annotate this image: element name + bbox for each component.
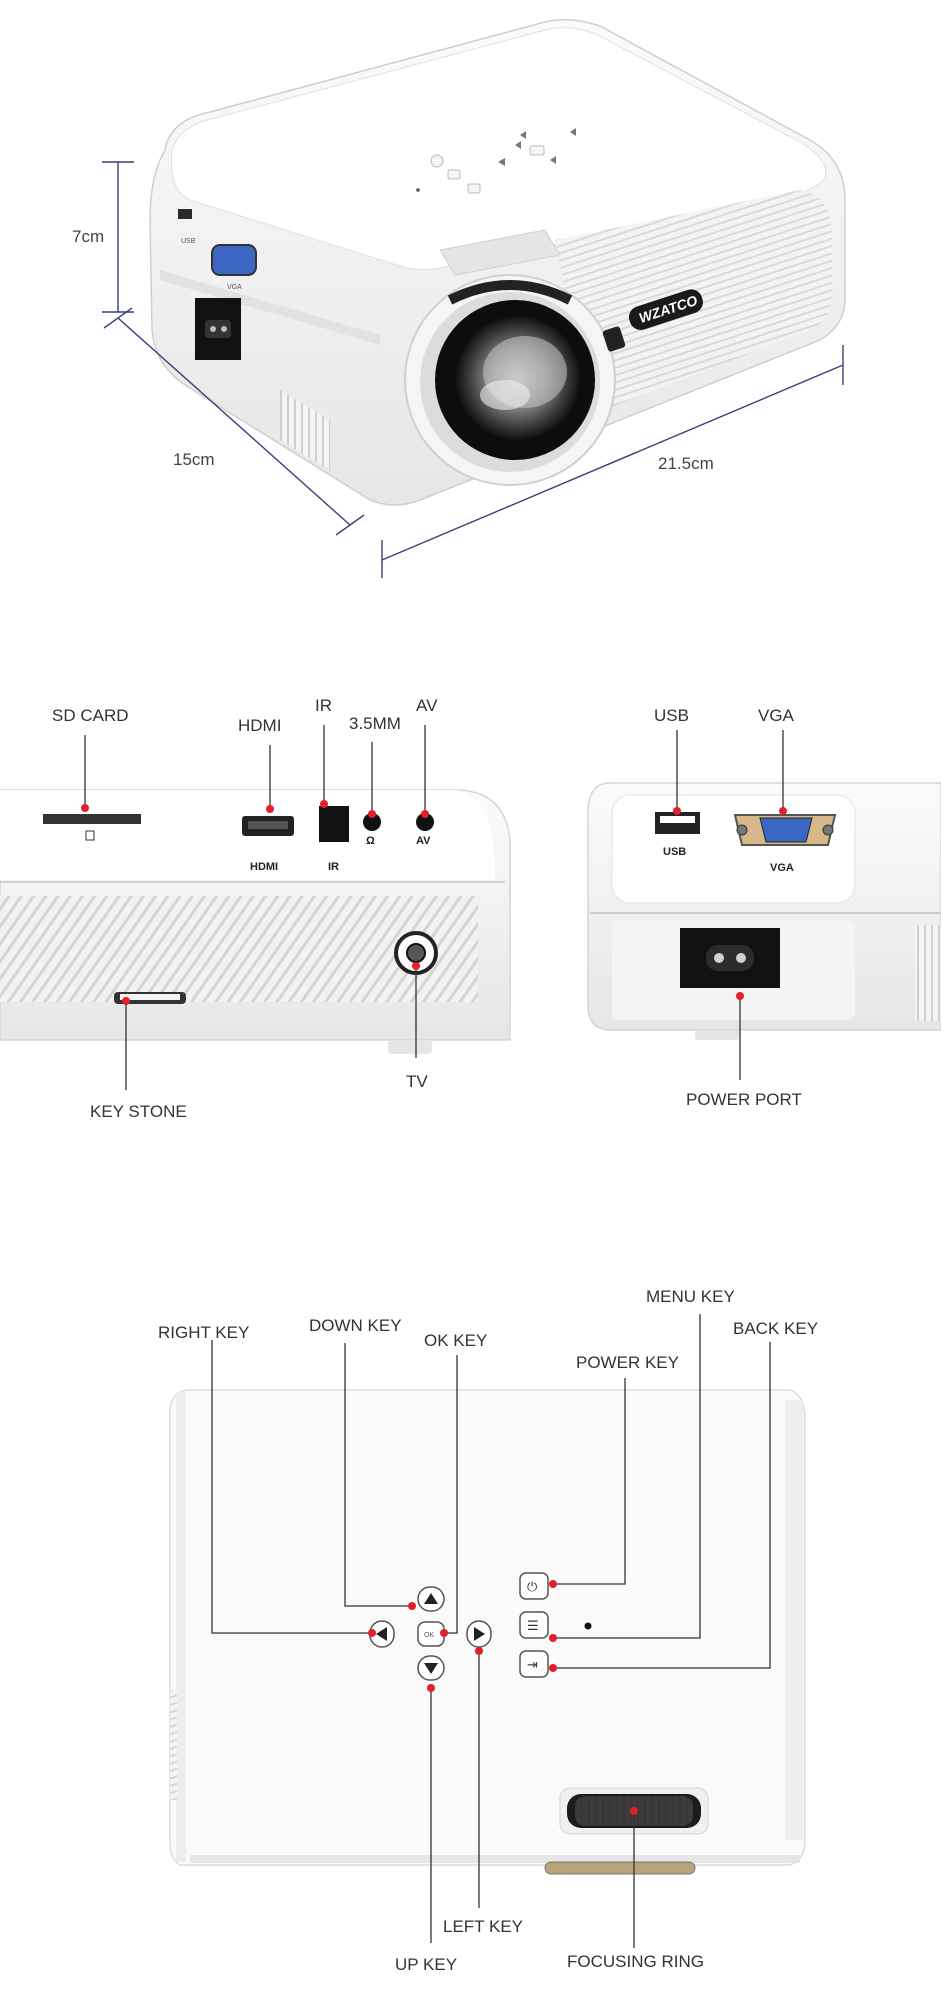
ir-mark: IR bbox=[328, 861, 339, 873]
keystone-label: KEY STONE bbox=[90, 1102, 187, 1121]
power-port-label: POWER PORT bbox=[686, 1090, 802, 1109]
status-led bbox=[584, 1622, 592, 1630]
audio-label: 3.5MM bbox=[349, 714, 401, 733]
back-icon: ⇥ bbox=[527, 1658, 538, 1673]
headphone-icon: Ω bbox=[366, 835, 375, 847]
back-key[interactable] bbox=[519, 1650, 549, 1678]
usb-mark-perspective: USB bbox=[181, 238, 196, 245]
tv-label: TV bbox=[406, 1072, 428, 1091]
hdmi-label: HDMI bbox=[238, 716, 281, 735]
usb-port-perspective bbox=[178, 209, 192, 219]
dimension-lines bbox=[102, 161, 844, 578]
arrow-left-icon bbox=[376, 1627, 387, 1641]
av-label: AV bbox=[416, 696, 438, 715]
usb-mark: USB bbox=[663, 846, 686, 858]
av-jack bbox=[416, 813, 434, 831]
depth-dimension: 15cm bbox=[173, 450, 215, 469]
lens bbox=[404, 274, 616, 486]
ok-mark: OK bbox=[424, 1632, 434, 1639]
power-icon: ⏻ bbox=[527, 1580, 537, 1595]
vga-label: VGA bbox=[758, 706, 795, 725]
focusing-ring-label: FOCUSING RING bbox=[567, 1952, 704, 1971]
ir-label: IR bbox=[315, 696, 332, 715]
ok-key-label: OK KEY bbox=[424, 1331, 487, 1350]
left-key-label: LEFT KEY bbox=[443, 1917, 523, 1936]
foot bbox=[388, 1040, 432, 1054]
power-key[interactable] bbox=[519, 1572, 549, 1600]
arrow-right-icon bbox=[474, 1627, 485, 1641]
menu-icon: ☰ bbox=[527, 1619, 539, 1634]
height-dimension: 7cm bbox=[72, 227, 104, 246]
hdmi-mark: HDMI bbox=[250, 861, 278, 873]
sd-card-label: SD CARD bbox=[52, 706, 129, 725]
vga-mark-perspective: VGA bbox=[227, 284, 242, 291]
vga-port-perspective bbox=[211, 244, 257, 276]
menu-key[interactable] bbox=[519, 1611, 549, 1639]
ir-window bbox=[602, 326, 626, 352]
audio-jack bbox=[363, 813, 381, 831]
side-ports-view: USB VGA USB VGA POWER PORT bbox=[587, 706, 941, 1109]
menu-key-label: MENU KEY bbox=[646, 1287, 735, 1306]
sd-card-slot bbox=[43, 814, 141, 824]
side-slats bbox=[915, 925, 941, 1021]
front-ports-view: HDMI IR Ω AV SD CARD HDMI IR 3.5MM AV KE… bbox=[0, 696, 511, 1121]
top-panel-view: OK ⏻ ☰ ⇥ bbox=[158, 1287, 818, 1974]
usb-label: USB bbox=[654, 706, 689, 725]
power-key-label: POWER KEY bbox=[576, 1353, 679, 1372]
front-vent bbox=[280, 390, 330, 470]
projector-top bbox=[170, 27, 827, 271]
back-key-label: BACK KEY bbox=[733, 1319, 818, 1338]
lens-bottom bbox=[544, 1861, 696, 1875]
width-dimension: 21.5cm bbox=[658, 454, 714, 473]
down-key-label: DOWN KEY bbox=[309, 1316, 402, 1335]
arrow-down-icon bbox=[424, 1663, 438, 1674]
av-mark: AV bbox=[416, 835, 431, 847]
keypad: OK ⏻ ☰ ⇥ bbox=[369, 1572, 592, 1681]
perspective-view: USB VGA WZATCO bbox=[72, 19, 846, 578]
vga-mark: VGA bbox=[770, 862, 794, 874]
top-keys bbox=[416, 128, 576, 194]
arrow-up-icon bbox=[424, 1593, 438, 1604]
side-foot bbox=[695, 1030, 739, 1040]
right-key-label: RIGHT KEY bbox=[158, 1323, 249, 1342]
up-key-label: UP KEY bbox=[395, 1955, 457, 1974]
lens-hood bbox=[439, 229, 561, 276]
ir-port bbox=[319, 806, 349, 842]
front-band bbox=[160, 270, 380, 345]
top-left-slats bbox=[170, 1690, 177, 1800]
